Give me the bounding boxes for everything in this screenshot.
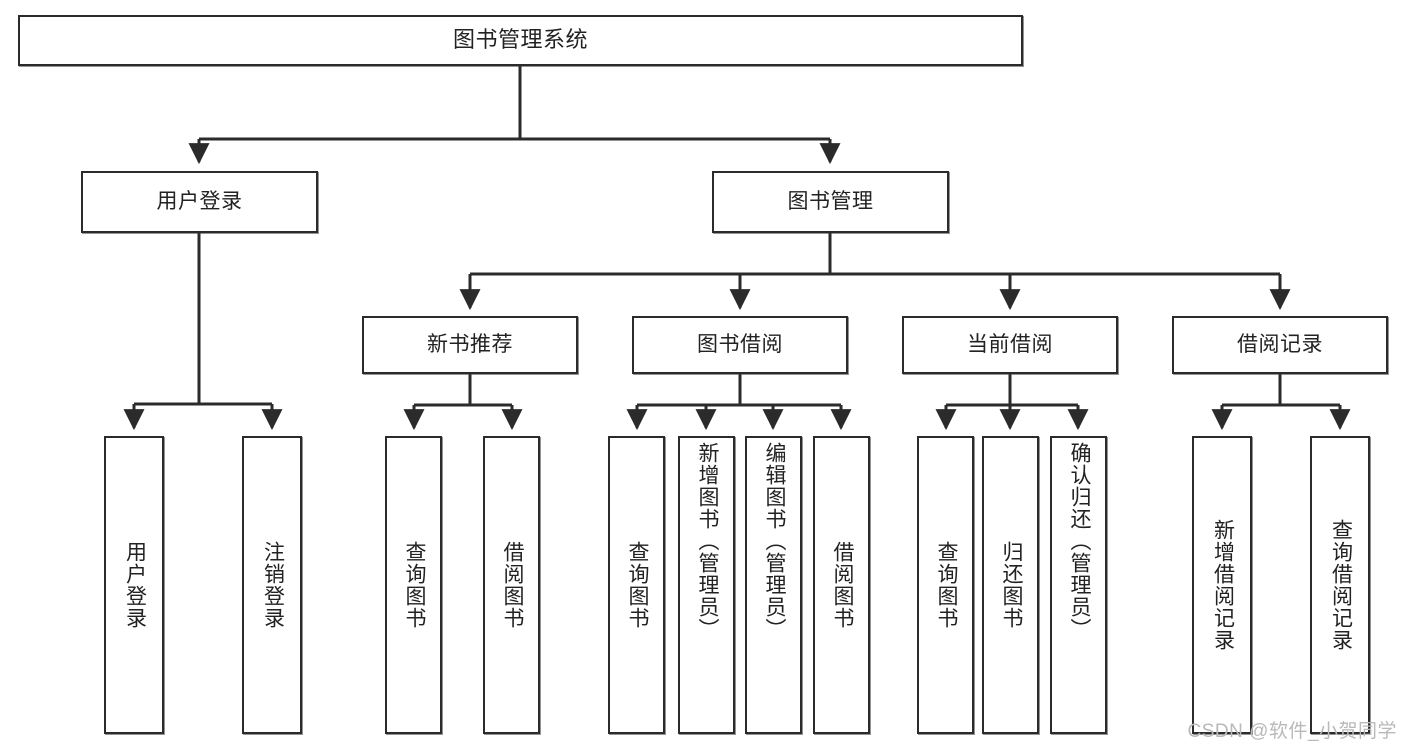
node-book-borrow[interactable]: 图书借阅 bbox=[632, 316, 848, 374]
leaf-text-wrap: 编辑图书（管理员） bbox=[747, 438, 800, 736]
node-label: 借阅图书 bbox=[830, 541, 854, 629]
leaf-text-wrap: 查询图书 bbox=[610, 438, 663, 732]
node-leaf[interactable]: 查询图书 bbox=[608, 436, 665, 734]
leaf-text-wrap: 归还图书 bbox=[984, 438, 1037, 732]
node-leaf[interactable]: 编辑图书（管理员） bbox=[745, 436, 802, 734]
node-label: 确认归还（管理员） bbox=[1067, 442, 1091, 640]
leaf-text-wrap: 查询借阅记录 bbox=[1312, 438, 1368, 732]
node-new-book-recommend[interactable]: 新书推荐 bbox=[362, 316, 578, 374]
node-leaf[interactable]: 查询借阅记录 bbox=[1310, 436, 1370, 734]
node-current-borrow[interactable]: 当前借阅 bbox=[902, 316, 1118, 374]
node-user-login[interactable]: 用户登录 bbox=[81, 171, 318, 233]
node-label: 新增借阅记录 bbox=[1211, 519, 1235, 651]
node-leaf[interactable]: 查询图书 bbox=[385, 436, 442, 734]
node-label: 查询借阅记录 bbox=[1329, 519, 1353, 651]
node-label: 用户登录 bbox=[156, 190, 243, 214]
node-leaf[interactable]: 归还图书 bbox=[982, 436, 1039, 734]
leaf-text-wrap: 查询图书 bbox=[919, 438, 972, 732]
node-leaf[interactable]: 借阅图书 bbox=[813, 436, 870, 734]
node-leaf[interactable]: 查询图书 bbox=[917, 436, 974, 734]
node-label: 编辑图书（管理员） bbox=[762, 442, 786, 640]
node-root-system[interactable]: 图书管理系统 bbox=[18, 15, 1023, 66]
node-label: 图书管理 bbox=[787, 190, 874, 214]
node-label: 归还图书 bbox=[999, 541, 1023, 629]
node-label: 图书借阅 bbox=[697, 333, 783, 357]
watermark-text: CSDN @软件_小贺同学 bbox=[1187, 721, 1397, 742]
leaf-text-wrap: 新增图书（管理员） bbox=[680, 438, 733, 736]
leaf-text-wrap: 借阅图书 bbox=[485, 438, 538, 732]
leaf-text-wrap: 注销登录 bbox=[244, 438, 300, 732]
node-label: 图书管理系统 bbox=[452, 27, 588, 53]
leaf-text-wrap: 确认归还（管理员） bbox=[1052, 438, 1105, 736]
node-label: 注销登录 bbox=[261, 541, 285, 629]
node-label: 新书推荐 bbox=[427, 333, 513, 357]
node-leaf[interactable]: 注销登录 bbox=[242, 436, 302, 734]
node-label: 新增图书（管理员） bbox=[695, 442, 719, 640]
node-label: 查询图书 bbox=[934, 541, 958, 629]
leaf-text-wrap: 用户登录 bbox=[106, 438, 162, 732]
node-label: 当前借阅 bbox=[967, 333, 1053, 357]
node-leaf[interactable]: 新增借阅记录 bbox=[1192, 436, 1252, 734]
node-leaf[interactable]: 确认归还（管理员） bbox=[1050, 436, 1107, 734]
node-label: 借阅记录 bbox=[1237, 333, 1323, 357]
leaf-text-wrap: 新增借阅记录 bbox=[1194, 438, 1250, 732]
node-label: 查询图书 bbox=[402, 541, 426, 629]
node-label: 用户登录 bbox=[123, 541, 147, 629]
node-label: 查询图书 bbox=[625, 541, 649, 629]
leaf-text-wrap: 查询图书 bbox=[387, 438, 440, 732]
leaf-text-wrap: 借阅图书 bbox=[815, 438, 868, 732]
node-leaf[interactable]: 新增图书（管理员） bbox=[678, 436, 735, 734]
node-borrow-records[interactable]: 借阅记录 bbox=[1172, 316, 1388, 374]
node-book-management[interactable]: 图书管理 bbox=[712, 171, 949, 233]
node-leaf[interactable]: 借阅图书 bbox=[483, 436, 540, 734]
node-leaf[interactable]: 用户登录 bbox=[104, 436, 164, 734]
node-label: 借阅图书 bbox=[500, 541, 524, 629]
